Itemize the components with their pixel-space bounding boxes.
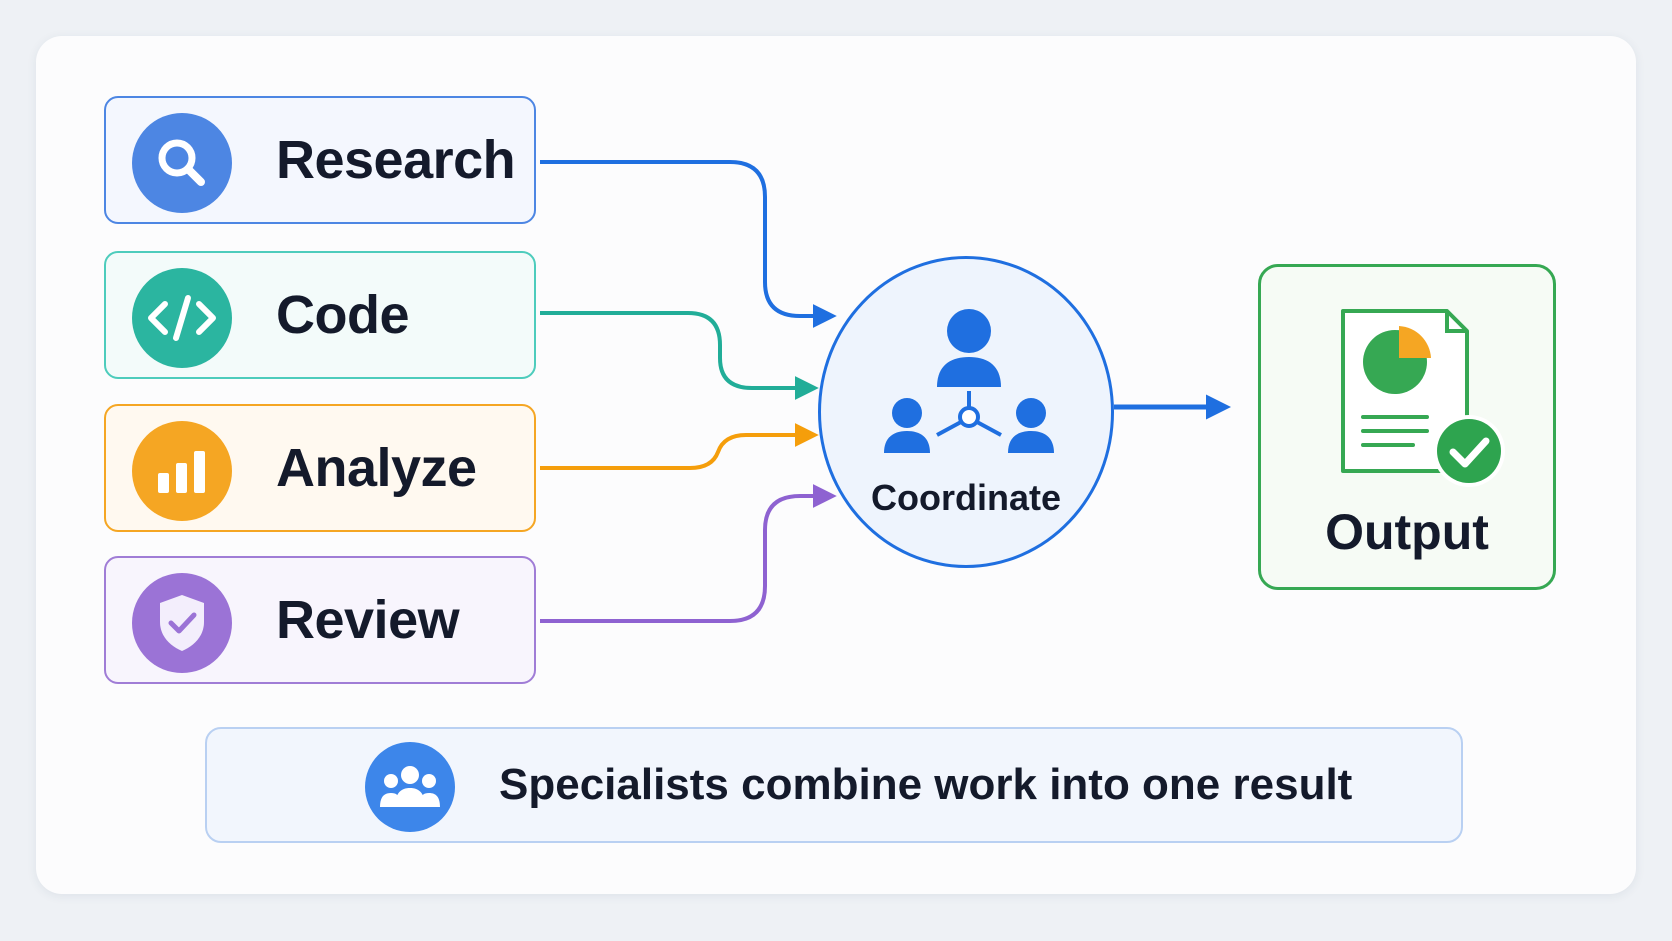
analyze-connector [540,423,819,470]
specialist-research: Research [104,96,536,224]
summary-text: Specialists combine work into one result [499,760,1353,809]
group-icon [365,742,455,832]
specialist-review: Review [104,556,536,684]
coordinator-node: Coordinate [818,256,1114,568]
specialist-label: Analyze [276,438,477,498]
code-connector [540,311,819,400]
coordinator-label: Coordinate [870,477,1061,518]
specialist-label: Review [276,590,460,650]
specialist-analyze: Analyze [104,404,536,532]
output-node: Output [1258,264,1556,590]
summary-bar: Specialists combine work into one result [205,727,1463,843]
specialist-code: Code [104,251,536,379]
specialist-label: Research [276,130,516,190]
report-check-icon [1341,309,1505,487]
output-label: Output [1325,504,1489,560]
shield-check-icon [132,573,232,673]
team-hub-icon [884,309,1054,453]
research-connector [540,160,837,328]
bar-chart-icon [132,421,232,521]
code-icon [132,268,232,368]
specialist-label: Code [276,285,410,345]
search-icon [132,113,232,213]
review-connector [540,484,837,623]
